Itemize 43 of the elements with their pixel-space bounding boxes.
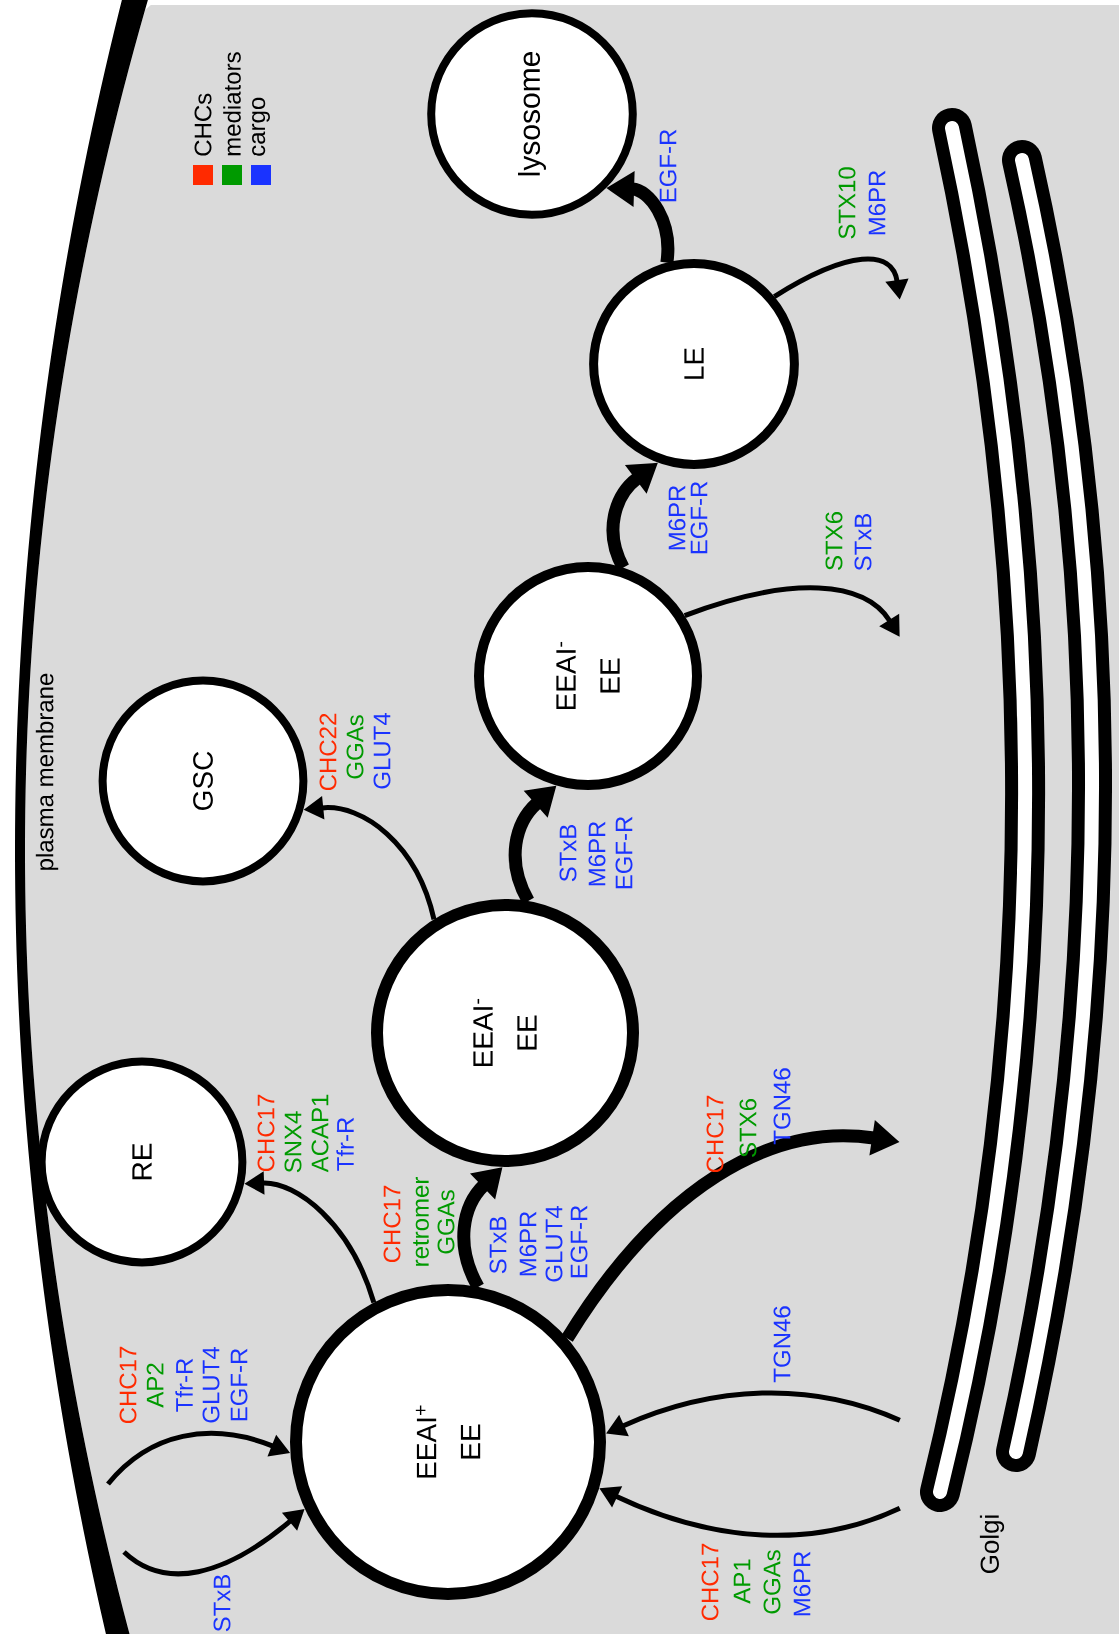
protein-label: GGAs (763, 1550, 781, 1614)
protein-label: EGF-R (230, 1348, 248, 1421)
protein-label: CHC17 (383, 1185, 401, 1263)
protein-label: M6PR (588, 821, 606, 886)
protein-label: EGF-R (659, 129, 677, 202)
protein-label: GGAs (437, 1190, 455, 1254)
protein-label: GLUT4 (545, 1206, 563, 1282)
organelle-label: Golgi (979, 1515, 1005, 1574)
protein-label: AP2 (146, 1363, 164, 1408)
legend-label: cargo (252, 97, 270, 156)
protein-label: GLUT4 (373, 713, 391, 789)
protein-label: Tfr-R (175, 1358, 193, 1412)
legend-label: mediators (223, 52, 241, 156)
protein-label: retromer (413, 1177, 429, 1266)
protein-label: M6PR (668, 485, 686, 550)
protein-label: M6PR (519, 1211, 537, 1276)
protein-label: AP1 (733, 1559, 751, 1604)
protein-label: STxB (213, 1574, 231, 1632)
protein-label: M6PR (793, 1551, 811, 1616)
protein-label: CHC17 (701, 1543, 719, 1621)
protein-label: M6PR (868, 170, 886, 235)
protein-label: STxB (559, 824, 577, 882)
protein-label: EGF-R (570, 1205, 588, 1278)
protein-label: Tfr-R (336, 1117, 354, 1171)
protein-label: GLUT4 (202, 1347, 220, 1423)
protein-label: EGF-R (690, 481, 708, 554)
protein-label: CHC17 (119, 1346, 137, 1424)
protein-label: CHC22 (319, 713, 337, 791)
protein-label: STX10 (838, 167, 856, 239)
protein-label: STxB (489, 1216, 507, 1274)
protein-label: STX6 (825, 512, 843, 570)
protein-label: STX6 (739, 1099, 757, 1157)
protein-label: STxB (854, 513, 872, 571)
protein-label: EGF-R (615, 816, 633, 889)
membrane-label: plasma membrane (35, 673, 59, 870)
protein-label: TGN46 (773, 1306, 791, 1383)
protein-label: GGAs (346, 715, 364, 779)
protein-label: ACAP1 (311, 1094, 329, 1173)
protein-label: TGN46 (773, 1068, 791, 1145)
protein-label: CHC17 (706, 1095, 724, 1173)
legend-label: CHCs (194, 93, 212, 156)
protein-label: CHC17 (257, 1094, 275, 1172)
protein-label: SNX4 (284, 1111, 302, 1173)
